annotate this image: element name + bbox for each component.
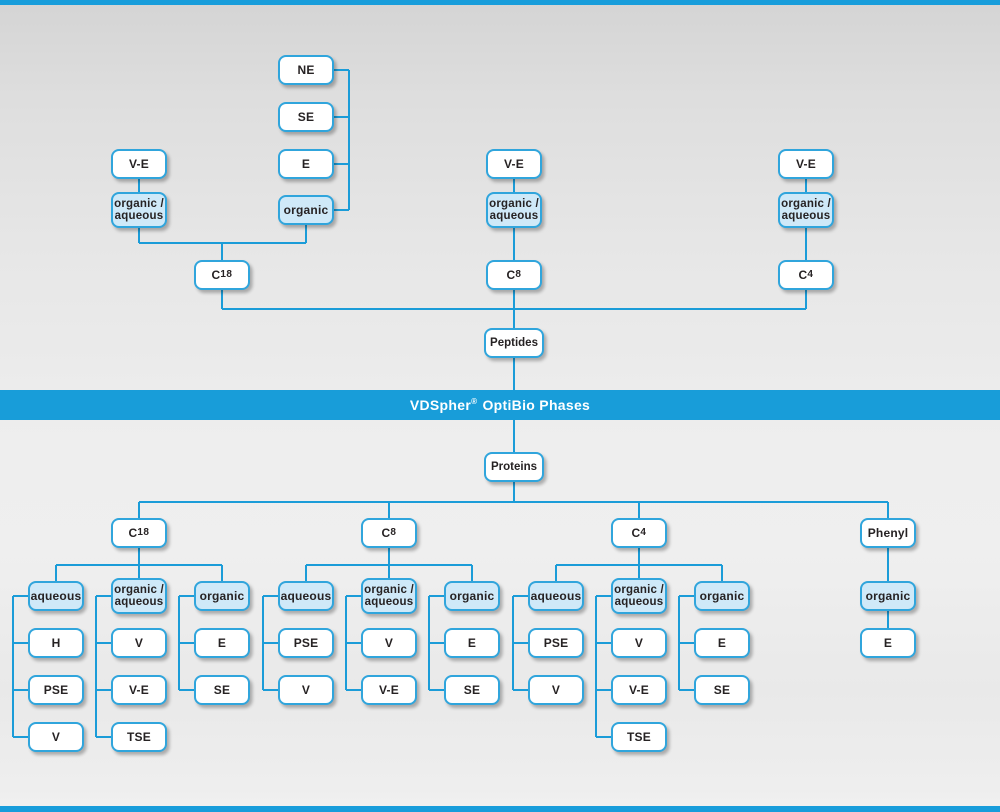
wire-c8-organic-items [428, 595, 444, 691]
node-prot-c8-organic: organic [444, 581, 500, 611]
wire-c8-aqueous-items [262, 595, 278, 691]
base-label-number: 8 [390, 527, 397, 538]
base-label-number: 8 [515, 269, 522, 280]
node-peptides-root: Peptides [484, 328, 544, 358]
node-prot-c8-organic-item: E [444, 628, 500, 658]
node-prot-c8-aqueous-item: PSE [278, 628, 334, 658]
title-band: VDSpher® OptiBio Phases [0, 390, 1000, 420]
node-prot-c8-oa-item: V-E [361, 675, 417, 705]
node-prot-phenyl-organic: organic [860, 581, 916, 611]
base-label: C [381, 526, 391, 540]
label-line2: aqueous [489, 210, 539, 222]
label-line2: aqueous [114, 210, 164, 222]
wire-c4-aqueous-items [512, 595, 528, 691]
base-label-number: 18 [137, 527, 150, 538]
wire-c4-organic-items [678, 595, 694, 691]
node-prot-c18-oa-item: V-E [111, 675, 167, 705]
node-prot-c18-organic-item: SE [194, 675, 250, 705]
node-pep-c4-ve: V-E [778, 149, 834, 179]
node-prot-phenyl-organic-item: E [860, 628, 916, 658]
node-proteins-root: Proteins [484, 452, 544, 482]
bottom-accent-bar [0, 806, 1000, 812]
wire-prot-c4-groups [555, 548, 723, 581]
wire-c8-oa-items [345, 595, 361, 691]
label-line2: aqueous [614, 596, 664, 608]
node-prot-c18-aqueous-item: PSE [28, 675, 84, 705]
node-pep-c18-ne: NE [278, 55, 334, 85]
node-prot-phenyl: Phenyl [860, 518, 916, 548]
label-line1: organic / [114, 583, 164, 596]
node-prot-c4-organic-item: SE [694, 675, 750, 705]
node-prot-c4-oa-item: V [611, 628, 667, 658]
node-prot-c4-organic-item: E [694, 628, 750, 658]
base-label: C [631, 526, 641, 540]
node-prot-c18-aqueous-item: H [28, 628, 84, 658]
node-pep-c4-organic-aqueous: organic / aqueous [778, 192, 834, 228]
node-prot-c18-organic-aqueous: organic / aqueous [111, 578, 167, 614]
node-prot-c4-aqueous-item: V [528, 675, 584, 705]
node-prot-c18-aqueous: aqueous [28, 581, 84, 611]
base-label: C [211, 268, 221, 282]
node-prot-c8-aqueous: aqueous [278, 581, 334, 611]
node-prot-c8-aqueous-item: V [278, 675, 334, 705]
label-line1: organic / [489, 197, 539, 210]
node-prot-c4-oa-item: TSE [611, 722, 667, 752]
node-pep-c18-ve: V-E [111, 149, 167, 179]
node-pep-c18-se: SE [278, 102, 334, 132]
registered-mark: ® [471, 397, 478, 407]
wire-c18-organic-items [178, 595, 194, 691]
node-prot-c4-oa-item: V-E [611, 675, 667, 705]
wire-c18-oa-items [95, 595, 111, 738]
node-pep-c18-organic: organic [278, 195, 334, 225]
label-line1: organic / [781, 197, 831, 210]
node-prot-c8-oa-item: V [361, 628, 417, 658]
node-pep-c18-organic-aqueous: organic / aqueous [111, 192, 167, 228]
wire-prot-c8-groups [305, 548, 473, 581]
node-prot-c8-organic-item: SE [444, 675, 500, 705]
node-prot-c18-aqueous-item: V [28, 722, 84, 752]
band-title: VDSpher® OptiBio Phases [409, 397, 591, 413]
base-label-number: 4 [640, 527, 647, 538]
base-label-number: 4 [807, 269, 814, 280]
node-prot-c4-organic-aqueous: organic / aqueous [611, 578, 667, 614]
node-prot-c18-organic-item: E [194, 628, 250, 658]
base-label: C [128, 526, 138, 540]
label-line2: aqueous [114, 596, 164, 608]
node-prot-c4-aqueous-item: PSE [528, 628, 584, 658]
node-prot-c4-aqueous: aqueous [528, 581, 584, 611]
node-prot-c18-organic: organic [194, 581, 250, 611]
wire-pep-c8-c4 [513, 179, 807, 260]
label-line1: organic / [114, 197, 164, 210]
base-label-number: 18 [220, 269, 233, 280]
node-prot-c18-oa-item: TSE [111, 722, 167, 752]
node-pep-c8-organic-aqueous: organic / aqueous [486, 192, 542, 228]
top-accent-bar [0, 0, 1000, 5]
wire-ne-stack [334, 69, 350, 211]
node-pep-c8-ve: V-E [486, 149, 542, 179]
label-line2: aqueous [781, 210, 831, 222]
node-pep-c18-e: E [278, 149, 334, 179]
wire-prot-c18-groups [55, 548, 223, 581]
base-label: C [506, 268, 516, 282]
label-line1: organic / [364, 583, 414, 596]
node-prot-c4-organic: organic [694, 581, 750, 611]
label-line1: organic / [614, 583, 664, 596]
wire-c4-oa-items [595, 595, 611, 738]
node-prot-c8-organic-aqueous: organic / aqueous [361, 578, 417, 614]
wire-c18-aqueous-items [12, 595, 28, 738]
base-label: C [798, 268, 808, 282]
label-line2: aqueous [364, 596, 414, 608]
node-prot-c18-oa-item: V [111, 628, 167, 658]
